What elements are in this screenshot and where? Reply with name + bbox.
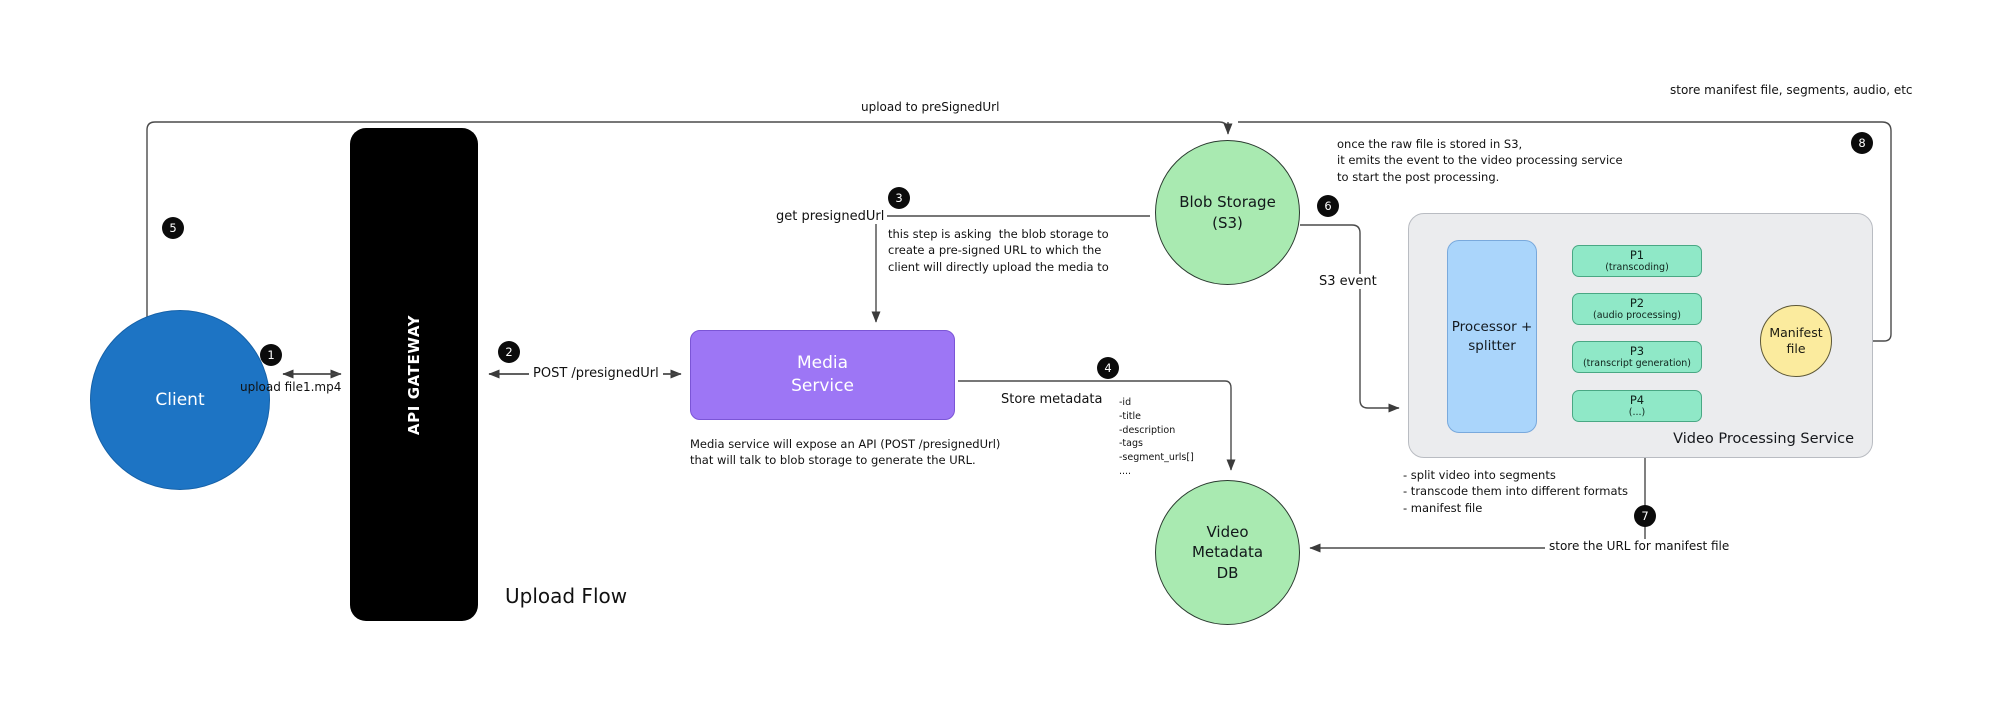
edge-label-step-1: upload file1.mp4 — [240, 380, 342, 394]
node-api-gateway[interactable]: API GATEWAY — [350, 128, 478, 621]
edge-label-step-3: get presignedUrl — [773, 209, 888, 224]
node-processor-p3-name: P3 — [1629, 343, 1645, 358]
step-badge-1[interactable]: 1 — [260, 344, 282, 366]
node-processor-p2[interactable]: P2 (audio processing) — [1572, 293, 1702, 325]
node-processor-p1[interactable]: P1 (transcoding) — [1572, 245, 1702, 277]
node-client[interactable]: Client — [90, 310, 270, 490]
node-manifest-file-label-1: Manifest — [1769, 324, 1823, 340]
node-manifest-file-label-2: file — [1786, 341, 1806, 356]
note-processing-bullets: - split video into segments - transcode … — [1403, 468, 1629, 515]
node-video-metadata-db[interactable]: Video Metadata DB — [1155, 480, 1300, 625]
edge-s3-event — [1300, 224, 1400, 413]
note-step-3: this step is asking the blob storage to … — [888, 227, 1109, 274]
edge-label-step-2: POST /presignedUrl — [529, 366, 663, 381]
step-badge-2[interactable]: 2 — [498, 341, 520, 363]
step-badge-5[interactable]: 5 — [162, 217, 184, 239]
note-step-6: once the raw file is stored in S3, it em… — [1337, 137, 1623, 184]
node-processor-p3[interactable]: P3 (transcript generation) — [1572, 341, 1702, 373]
node-api-gateway-label-wrap: API GATEWAY — [350, 128, 478, 621]
node-processor-p4[interactable]: P4 (...) — [1572, 390, 1702, 422]
step-badge-6[interactable]: 6 — [1317, 195, 1339, 217]
edge-label-step-7: store the URL for manifest file — [1545, 539, 1734, 553]
node-media-service-label-1: Media — [796, 353, 849, 374]
node-processor-splitter-label-wrap: Processor + splitter — [1452, 318, 1533, 354]
edge-label-step-8: store manifest file, segments, audio, et… — [1670, 83, 1913, 97]
node-processor-p2-sub: (audio processing) — [1593, 310, 1681, 322]
node-processor-p1-name: P1 — [1629, 247, 1645, 262]
node-client-label: Client — [155, 390, 205, 410]
node-processor-p4-name: P4 — [1629, 392, 1645, 407]
step-badge-4[interactable]: 4 — [1097, 357, 1119, 379]
node-processor-splitter-label-1: Processor + — [1451, 319, 1533, 336]
node-processor-p4-sub: (...) — [1628, 407, 1646, 419]
node-processor-splitter[interactable]: Processor + splitter — [1447, 240, 1537, 433]
node-video-metadata-db-label-3: DB — [1216, 563, 1239, 582]
node-video-metadata-db-label-2: Metadata — [1191, 543, 1264, 562]
note-metadata-fields: -id -title -description -tags -segment_u… — [1119, 397, 1194, 477]
node-processor-p1-sub: (transcoding) — [1605, 262, 1669, 274]
node-processor-p2-name: P2 — [1629, 295, 1645, 310]
node-api-gateway-label: API GATEWAY — [405, 314, 423, 435]
edge-label-step-5: upload to preSignedUrl — [857, 100, 1004, 114]
node-video-metadata-db-label-1: Video — [1206, 523, 1249, 542]
step-badge-3[interactable]: 3 — [888, 187, 910, 209]
node-blob-storage-label-wrap: Blob Storage (S3) — [1179, 192, 1276, 233]
node-media-service[interactable]: Media Service — [690, 330, 955, 420]
node-media-service-label-wrap: Media Service — [791, 352, 854, 398]
node-blob-storage-label-1: Blob Storage — [1179, 193, 1276, 212]
edge-label-step-6: S3 event — [1316, 274, 1380, 289]
edge-label-step-4: Store metadata — [1001, 392, 1103, 407]
node-manifest-file-label-wrap: Manifest file — [1769, 325, 1822, 358]
node-processor-p3-sub: (transcript generation) — [1582, 358, 1692, 370]
node-video-metadata-db-label-wrap: Video Metadata DB — [1192, 522, 1263, 583]
node-media-service-label-2: Service — [791, 376, 854, 396]
page-title: Upload Flow — [505, 584, 628, 608]
node-processor-splitter-label-2: splitter — [1468, 337, 1516, 354]
node-manifest-file[interactable]: Manifest file — [1760, 305, 1832, 377]
panel-video-processing-service-title: Video Processing Service — [1673, 431, 1854, 447]
node-blob-storage[interactable]: Blob Storage (S3) — [1155, 140, 1300, 285]
step-badge-8[interactable]: 8 — [1851, 132, 1873, 154]
node-blob-storage-label-2: (S3) — [1212, 213, 1243, 232]
note-media-service: Media service will expose an API (POST /… — [690, 437, 1001, 468]
step-badge-7[interactable]: 7 — [1634, 505, 1656, 527]
